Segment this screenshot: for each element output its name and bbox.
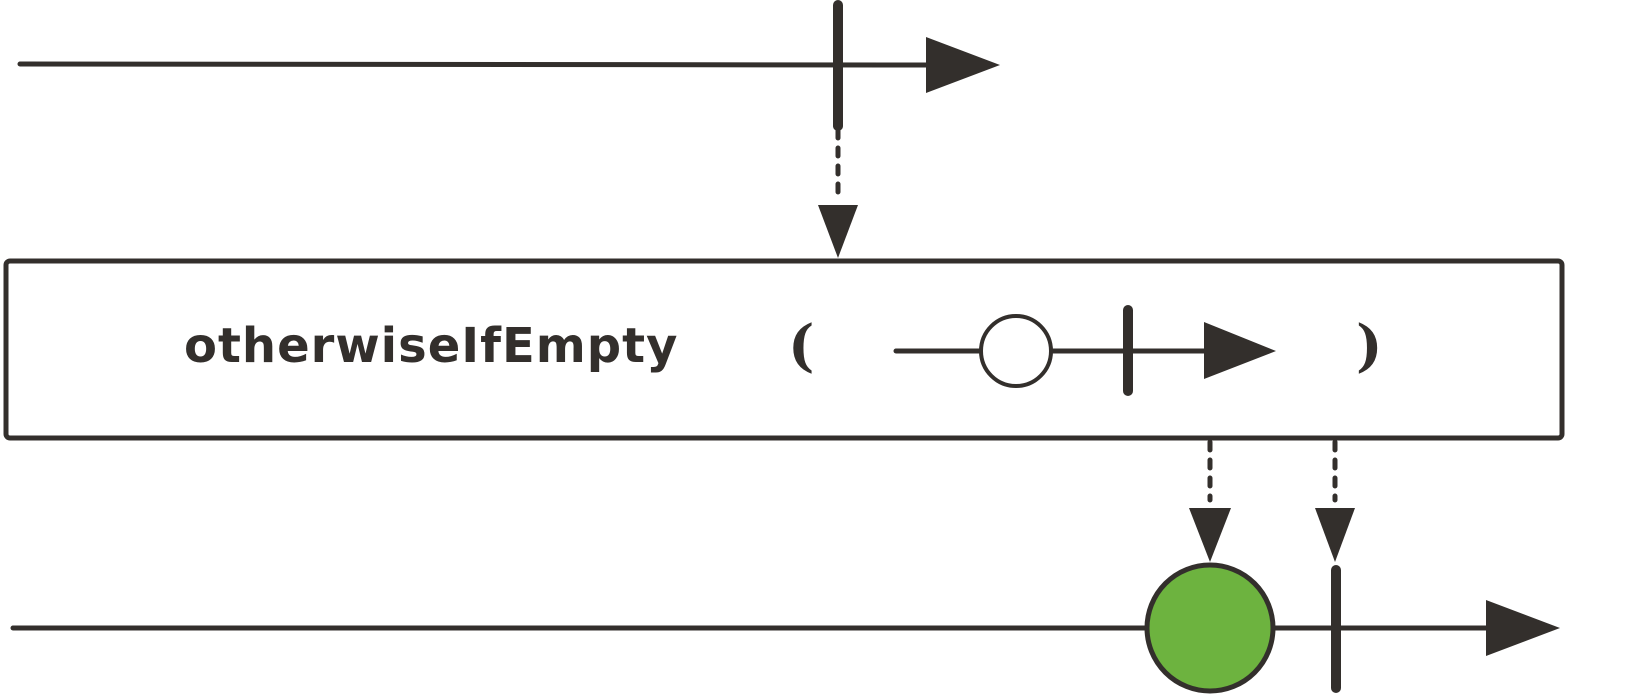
source-timeline-line (17, 61, 933, 68)
source-timeline (17, 0, 1000, 131)
operator-open-paren: ( (788, 313, 815, 379)
fallback-timeline (893, 305, 1276, 396)
result-timeline-arrowhead (1486, 600, 1560, 656)
source-connector-arrowhead (818, 205, 858, 258)
operator-close-paren: ) (1356, 313, 1383, 379)
completion-connector-arrowhead (1315, 508, 1355, 562)
item-connector-arrowhead (1189, 508, 1231, 562)
fallback-item-marble (979, 314, 1053, 388)
fallback-timeline-arrowhead (1204, 322, 1276, 379)
source-to-operator-connector (818, 127, 858, 258)
result-item-marble (1144, 562, 1276, 694)
result-timeline (10, 562, 1560, 694)
operator-name: otherwiseIfEmpty (184, 318, 679, 374)
source-timeline-arrowhead (926, 37, 1000, 93)
operator-to-result-connectors (1189, 439, 1355, 562)
operator-box (3, 258, 1565, 441)
